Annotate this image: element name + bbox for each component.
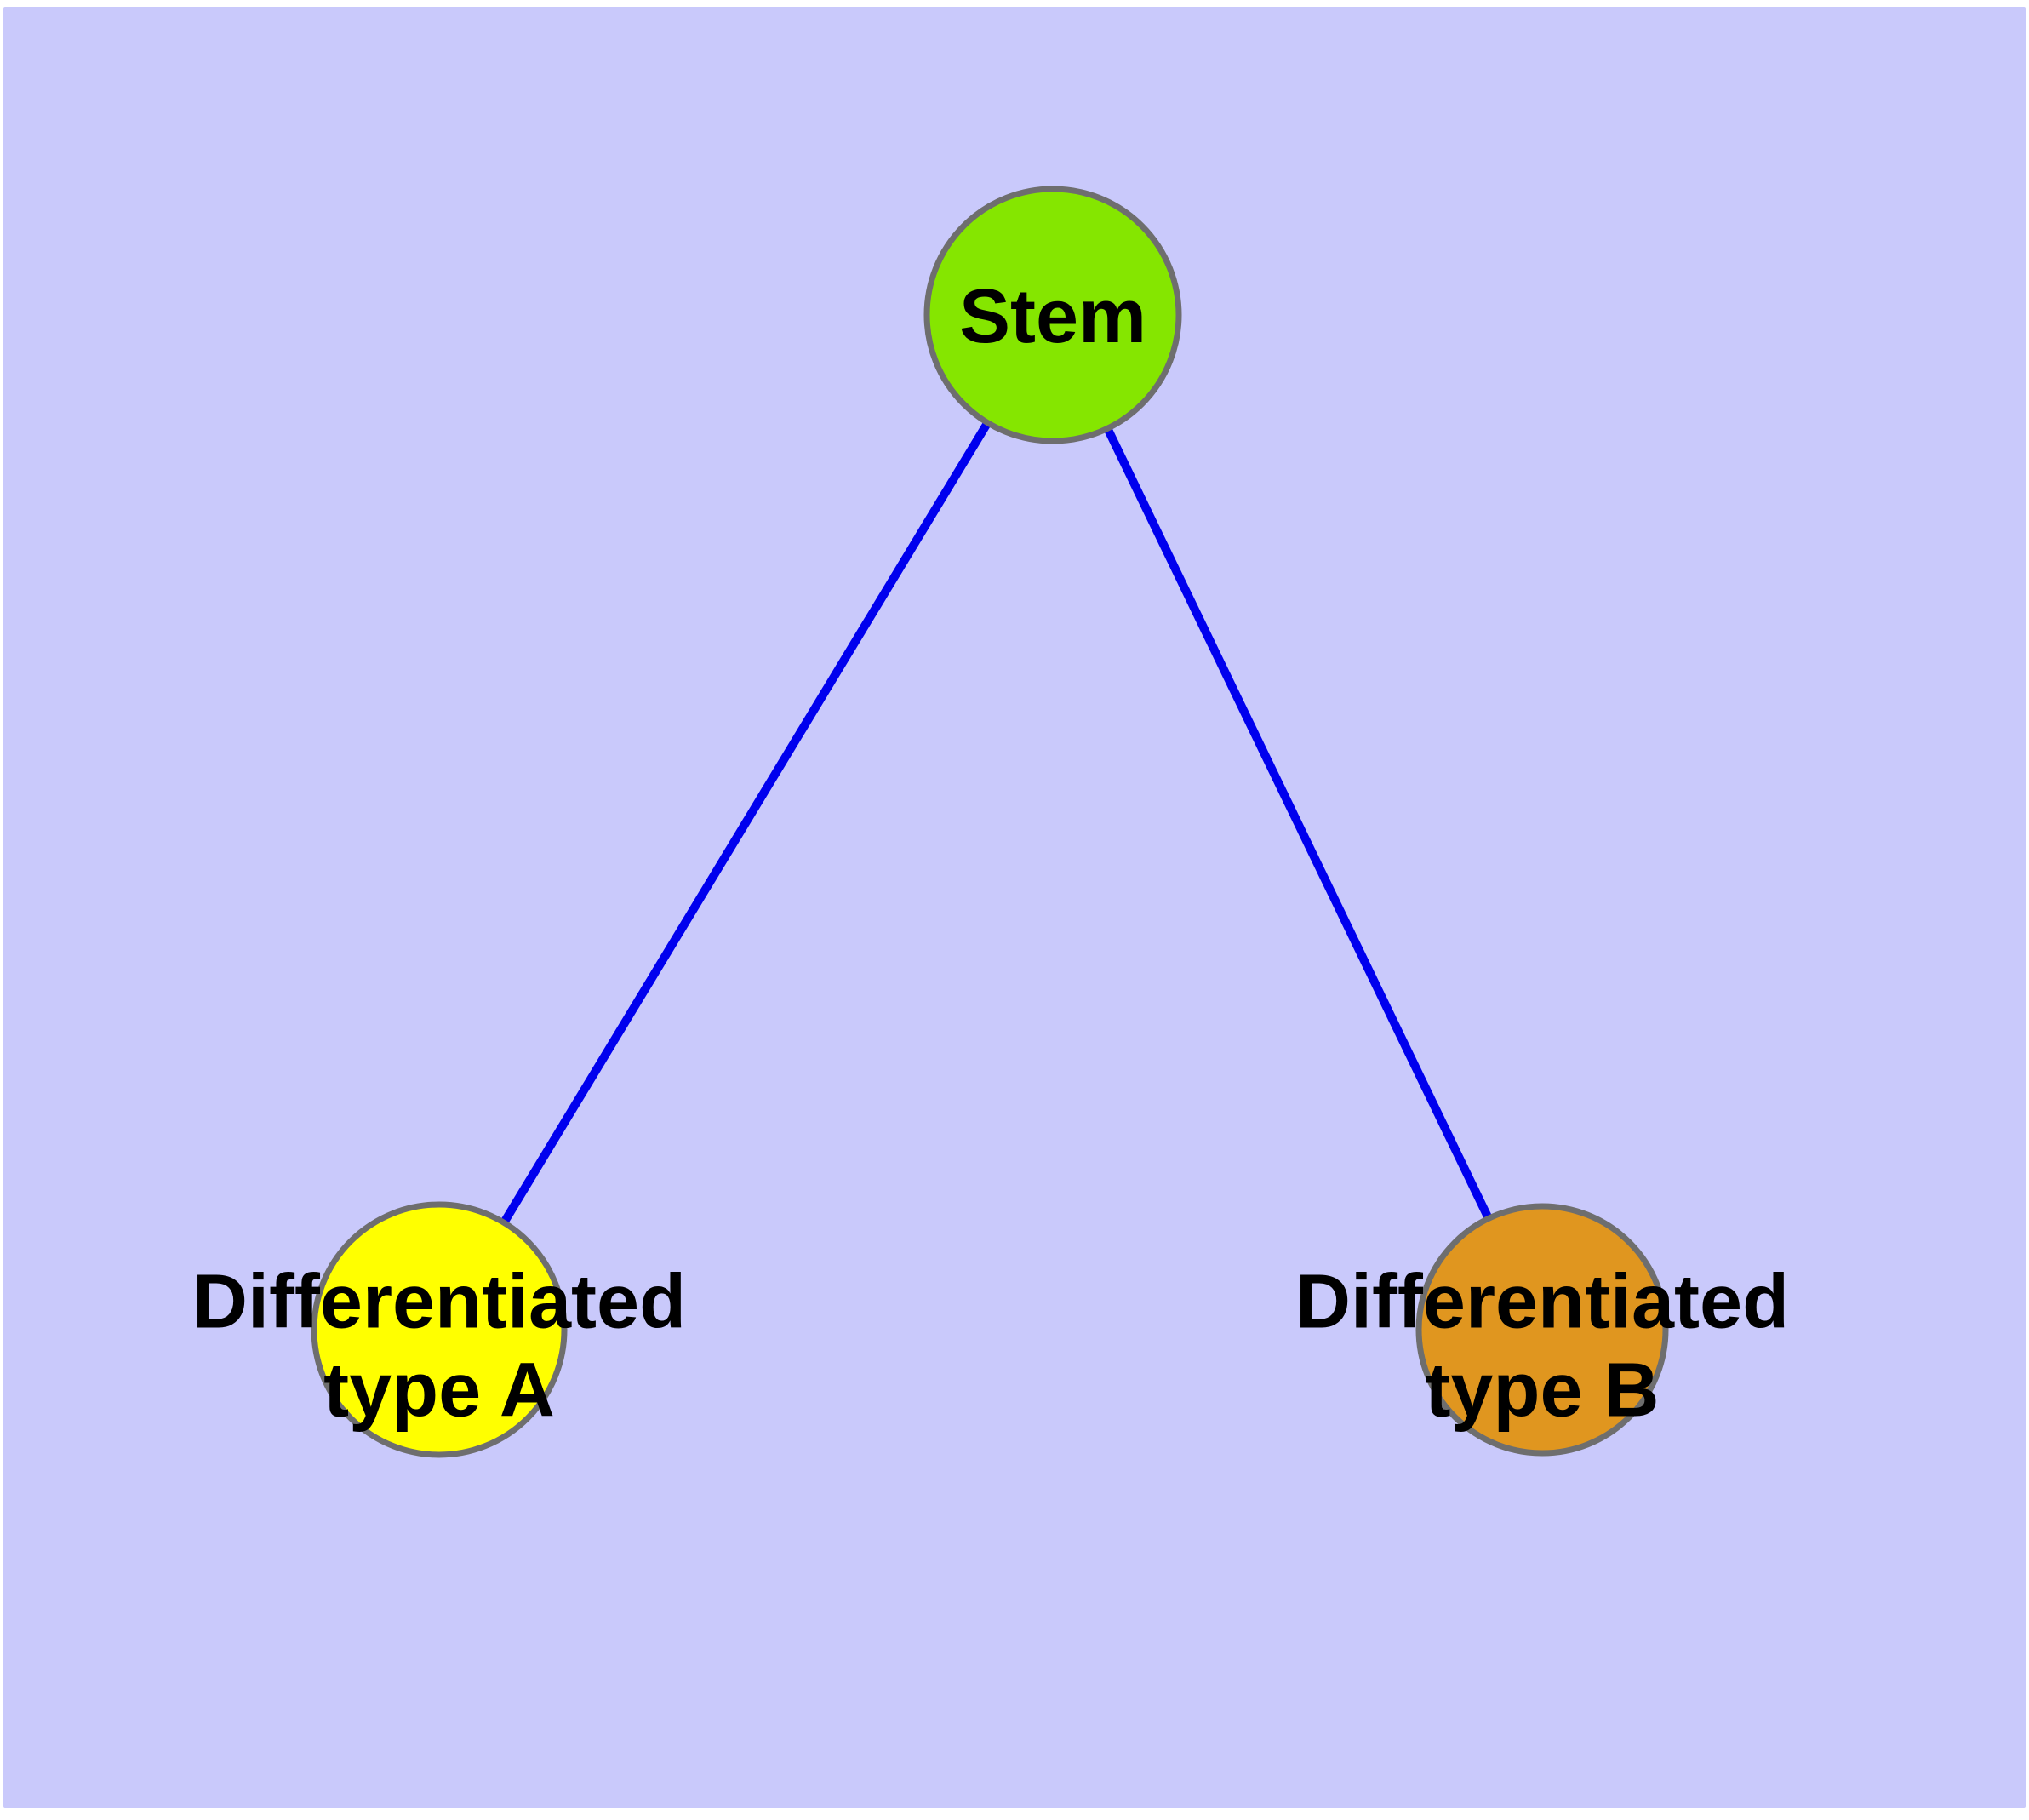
- node-differentiated-type-a-circle: [311, 1201, 568, 1458]
- edge-stem-to-type-b: [1049, 312, 1546, 1332]
- node-differentiated-type-b-circle: [1415, 1203, 1669, 1457]
- node-stem-circle: [923, 186, 1182, 444]
- edge-stem-to-type-a: [435, 312, 1057, 1332]
